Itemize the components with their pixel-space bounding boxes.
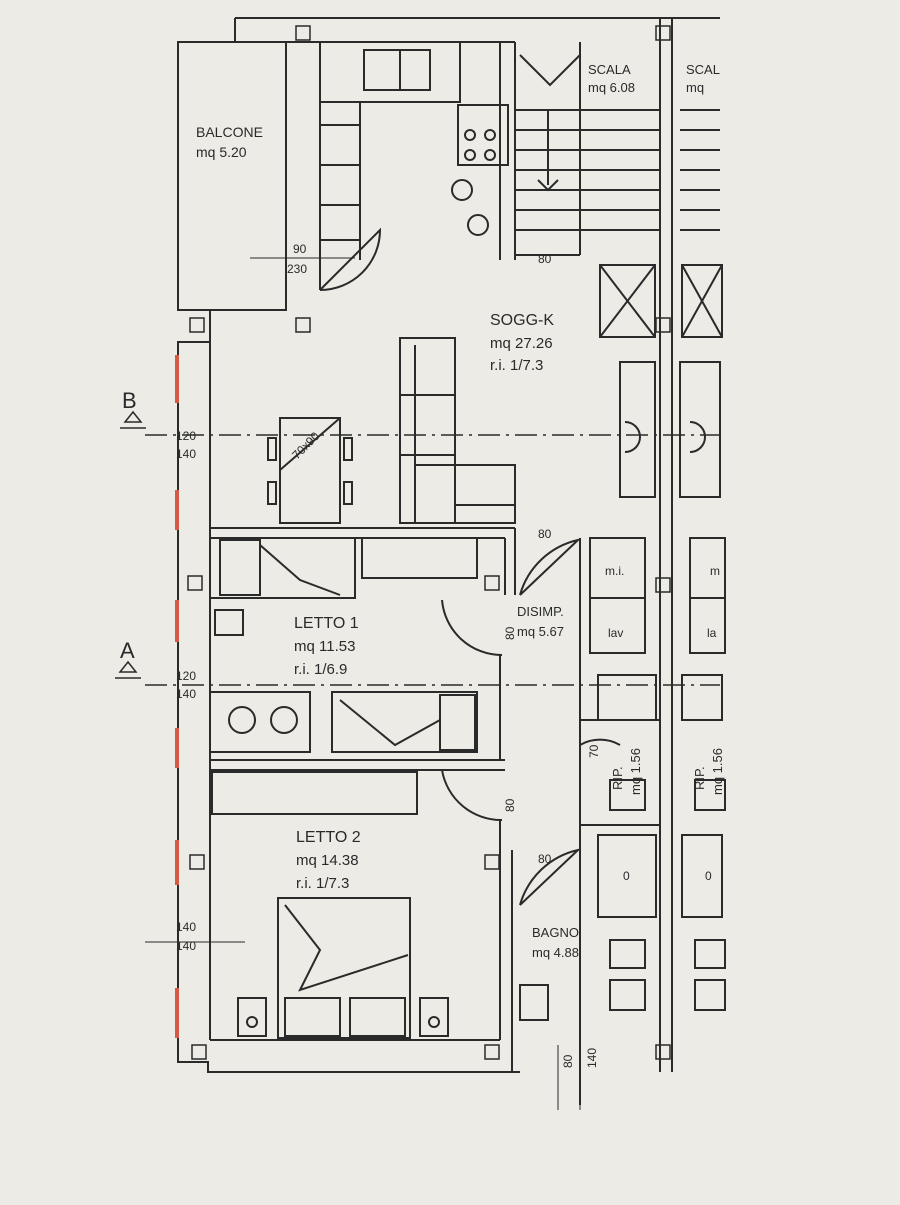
dim-140-bottom: 140 (585, 1048, 599, 1068)
dim-140-a: 140 (176, 687, 196, 701)
balcone-area: mq 5.20 (196, 144, 247, 160)
shower-label-2: 0 (705, 869, 712, 883)
mi-label-2: m (710, 564, 720, 578)
disimp-area: mq 5.67 (517, 624, 564, 639)
dim-80-letto1: 80 (503, 626, 517, 640)
kitchen-counter (319, 41, 516, 260)
scala-1-area: mq 6.08 (588, 80, 635, 95)
letto1-furniture (209, 537, 478, 753)
stairs (514, 18, 723, 1072)
dim-140-l2b: 140 (176, 939, 196, 953)
letto-2-area: mq 14.38 (296, 852, 359, 869)
section-lines (145, 434, 720, 686)
door-swings (319, 227, 621, 906)
section-markers (115, 410, 146, 679)
dim-230: 230 (287, 262, 307, 276)
dimension-lines (145, 257, 581, 1110)
shower-label-1: 0 (623, 869, 630, 883)
bathroom-fixtures (519, 361, 726, 1021)
bagno-area: mq 4.88 (532, 945, 579, 960)
dim-90: 90 (293, 242, 307, 256)
rip-2-name: RIP. (692, 766, 707, 790)
letto-2-name: LETTO 2 (296, 829, 361, 846)
letto2-furniture (211, 771, 449, 1039)
letto-1-ratio: r.i. 1/6.9 (294, 661, 347, 678)
disimp-name: DISIMP. (517, 604, 564, 619)
dim-80-top: 80 (538, 252, 552, 266)
lav-label-2: la (707, 626, 717, 640)
rip-1-area: mq 1.56 (628, 748, 643, 795)
dim-120-a: 120 (176, 669, 196, 683)
scala-2-name: SCAL (686, 62, 720, 77)
table-size-label: 70x90 (289, 429, 322, 462)
dim-70: 70 (587, 744, 601, 758)
rip-1-name: RIP. (610, 766, 625, 790)
rip-2-area: mq 1.56 (710, 748, 725, 795)
window-accents (175, 355, 179, 1038)
sogg-k-name: SOGG-K (490, 312, 554, 329)
mi-label-1: m.i. (605, 564, 624, 578)
dim-140-b: 140 (176, 447, 196, 461)
column-markers (187, 25, 671, 1060)
dim-80-disimp: 80 (538, 527, 552, 541)
sogg-k-ratio: r.i. 1/7.3 (490, 357, 543, 374)
scala-1-name: SCALA (588, 62, 631, 77)
dim-80-letto2: 80 (503, 798, 517, 812)
scala-2-area: mq (686, 80, 704, 95)
dim-120-b: 120 (176, 429, 196, 443)
dim-80-bottom: 80 (561, 1054, 575, 1068)
letto-1-name: LETTO 1 (294, 615, 359, 632)
section-b-label: B (122, 388, 137, 413)
dining-table (267, 417, 353, 524)
letto-2-ratio: r.i. 1/7.3 (296, 875, 349, 892)
letto-1-area: mq 11.53 (294, 638, 355, 655)
lav-label-1: lav (608, 626, 623, 640)
sogg-k-area: mq 27.26 (490, 335, 553, 352)
dim-140-l2a: 140 (176, 920, 196, 934)
sofa (399, 337, 516, 524)
section-a-label: A (120, 638, 135, 663)
dim-80-bagno: 80 (538, 852, 552, 866)
bagno-name: BAGNO (532, 925, 579, 940)
balcone-name: BALCONE (196, 124, 263, 140)
